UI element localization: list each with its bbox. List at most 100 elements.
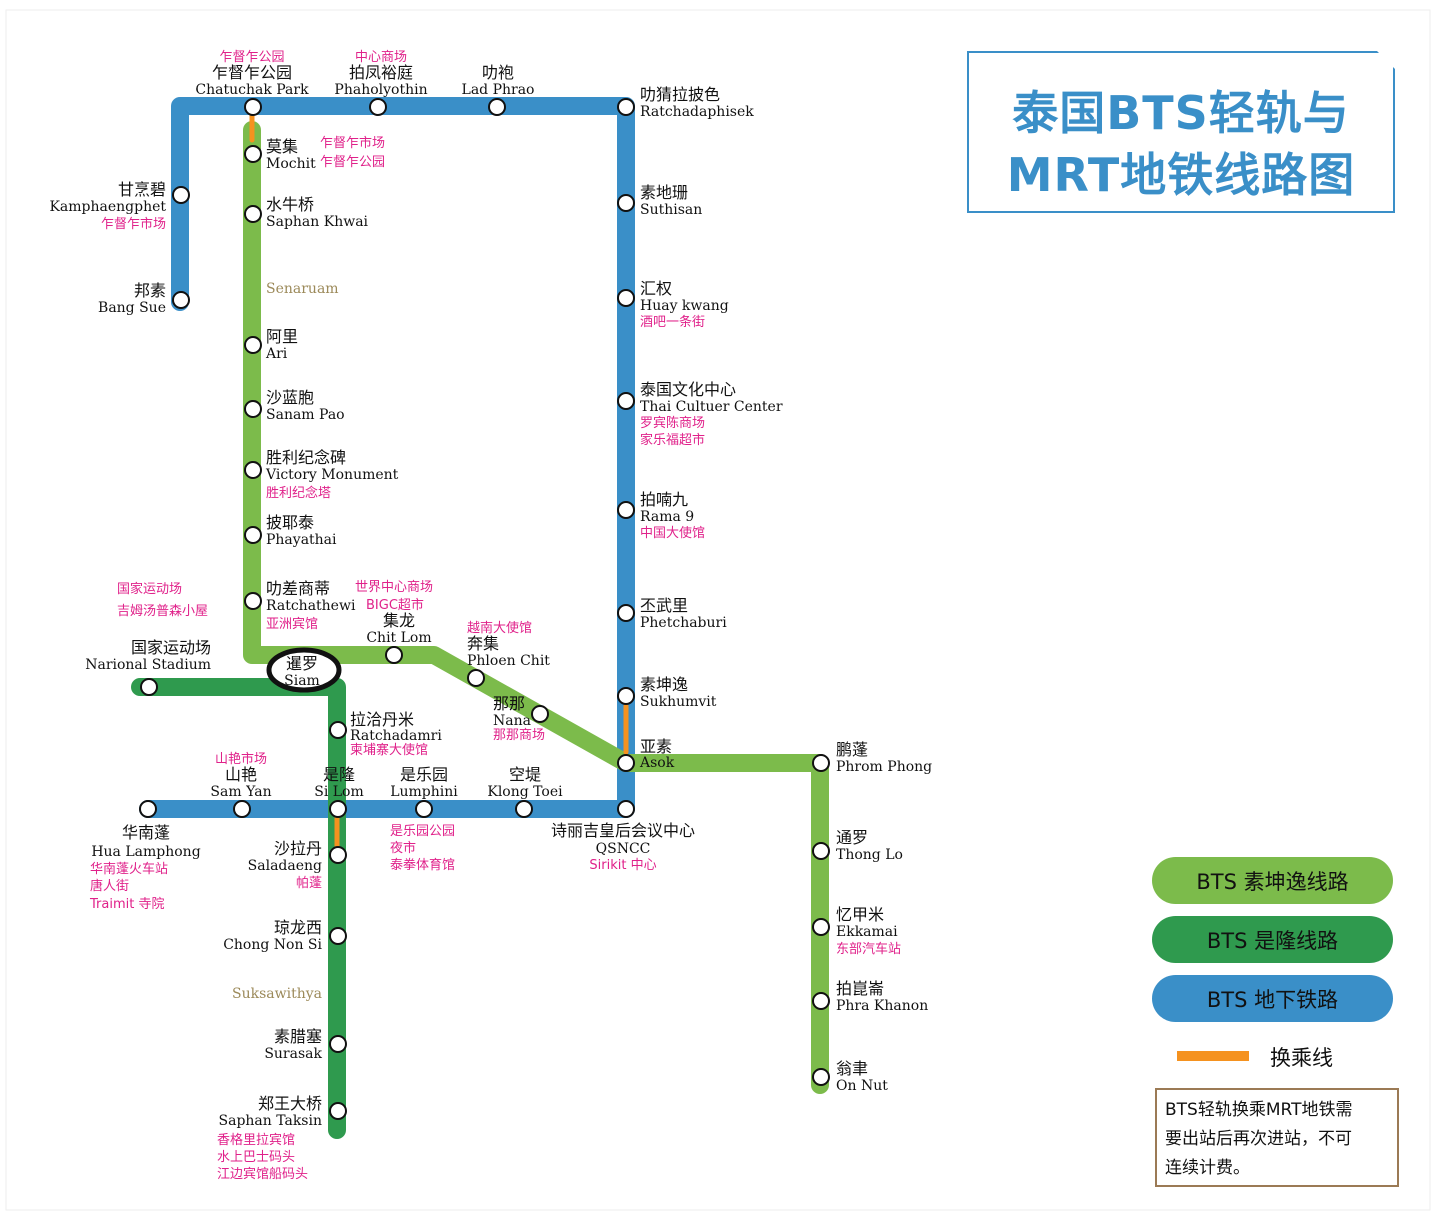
station-saphan-taksin[interactable] <box>329 1102 347 1120</box>
station-saphan-khwai[interactable] <box>244 205 262 223</box>
station-ari[interactable] <box>244 336 262 354</box>
station-phaholyothin[interactable] <box>369 98 387 116</box>
huay-kwang-poi: 酒吧一条街 <box>640 314 705 330</box>
station-chit-lom[interactable] <box>385 646 403 664</box>
station-mochit[interactable] <box>244 145 262 163</box>
station-qsncc[interactable] <box>617 800 635 818</box>
saphan-taksin-cn: 郑王大桥 <box>258 1094 322 1113</box>
asok-cn: 亚素 <box>640 737 672 756</box>
hua-lamphong-en: Hua Lamphong <box>91 844 200 860</box>
phaholyothin-cn: 拍凤裕庭 <box>349 63 413 82</box>
saphan-khwai-cn: 水牛桥 <box>266 195 314 214</box>
saladaeng-cn: 沙拉丹 <box>274 839 322 858</box>
thong-lo-en: Thong Lo <box>836 847 903 863</box>
saphan-taksin-poi-2: 水上巴士码头 <box>217 1150 295 1165</box>
kamphaengphet-cn: 甘烹碧 <box>118 180 166 199</box>
station-lad-phrao[interactable] <box>488 98 506 116</box>
klong-toei-cn: 空堤 <box>509 765 541 784</box>
station-phrom-phong[interactable] <box>812 754 830 772</box>
qsncc-en: QSNCC <box>596 841 651 857</box>
station-chong-nonsi[interactable] <box>329 927 347 945</box>
sanam-pao-en: Sanam Pao <box>266 407 345 423</box>
phayathai-en: Phayathai <box>266 532 337 548</box>
asok-en: Asok <box>639 755 675 771</box>
station-huay-kwang[interactable] <box>617 289 635 307</box>
station-surasak[interactable] <box>329 1035 347 1053</box>
saphan-taksin-poi-3: 江边宾馆船码头 <box>217 1166 308 1182</box>
phra-khanon-en: Phra Khanon <box>836 998 928 1014</box>
station-phra-khanon[interactable] <box>812 992 830 1010</box>
station-hua-lamphong[interactable] <box>139 800 157 818</box>
phrom-phong-en: Phrom Phong <box>836 759 932 775</box>
chatuchak-poi: 乍督乍公园 <box>219 49 284 65</box>
huay-kwang-cn: 汇权 <box>640 279 672 298</box>
station-asok[interactable] <box>617 754 635 772</box>
station-sam-yan[interactable] <box>233 800 251 818</box>
silom-line <box>131 678 346 1139</box>
station-phetchaburi[interactable] <box>617 604 635 622</box>
phloen-chit-en: Phloen Chit <box>467 653 550 669</box>
station-sanam-pao[interactable] <box>244 400 262 418</box>
station-ekkamai[interactable] <box>812 918 830 936</box>
hua-lamphong-poi-2: 唐人街 <box>90 878 129 894</box>
station-phayathai[interactable] <box>244 526 262 544</box>
chatuchak-cn: 乍督乍公园 <box>212 63 292 82</box>
ari-cn: 阿里 <box>266 327 298 346</box>
phra-khanon-cn: 拍崑崙 <box>836 979 884 998</box>
station-thong-lo[interactable] <box>812 842 830 860</box>
station-ratchadamri[interactable] <box>329 721 347 739</box>
station-rama9[interactable] <box>617 501 635 519</box>
station-nana[interactable] <box>531 705 549 723</box>
senaruam-label: Senaruam <box>266 281 339 297</box>
suksawithya-label: Suksawithya <box>232 986 322 1002</box>
rama9-cn: 拍喃九 <box>640 490 688 509</box>
surasak-cn: 素腊塞 <box>274 1027 322 1046</box>
legend-sukhumvit: BTS 素坤逸线路 <box>1152 857 1393 904</box>
station-si-lom[interactable] <box>329 800 347 818</box>
ratchadaphisek-en: Ratchadaphisek <box>640 104 754 120</box>
station-lumphini[interactable] <box>415 800 433 818</box>
sam-yan-cn: 山艳 <box>225 765 257 784</box>
lumphini-en: Lumphini <box>390 784 458 800</box>
thai-culture-poi-2: 家乐福超市 <box>640 432 705 448</box>
station-phloen-chit[interactable] <box>467 669 485 687</box>
station-thai-culture[interactable] <box>617 392 635 410</box>
station-chatuchak[interactable] <box>244 98 262 116</box>
station-sukhumvit[interactable] <box>617 687 635 705</box>
station-suthisan[interactable] <box>617 194 635 212</box>
hua-lamphong-poi-3: Traimit 寺院 <box>89 897 164 912</box>
legend-transfer-label: 换乘线 <box>1270 1046 1333 1070</box>
sanam-pao-cn: 沙蓝胞 <box>266 388 314 407</box>
thai-culture-cn: 泰国文化中心 <box>640 380 736 399</box>
station-klong-toei[interactable] <box>515 800 533 818</box>
station-bang-sue[interactable] <box>172 291 190 309</box>
station-siam[interactable] <box>266 647 342 693</box>
chong-nonsi-cn: 琼龙西 <box>274 918 322 937</box>
stadium-poi-2: 吉姆汤普森小屋 <box>117 604 208 619</box>
station-on-nut[interactable] <box>812 1068 830 1086</box>
station-national-stadium[interactable] <box>140 678 158 696</box>
bang-sue-en: Bang Sue <box>98 300 166 316</box>
ari-en: Ari <box>265 346 288 362</box>
phaholyothin-en: Phaholyothin <box>334 82 427 98</box>
si-lom-en: Si Lom <box>314 784 364 800</box>
station-kamphaengphet[interactable] <box>172 186 190 204</box>
station-victory[interactable] <box>244 461 262 479</box>
saphan-taksin-poi-1: 香格里拉宾馆 <box>217 1132 295 1148</box>
station-saladaeng[interactable] <box>329 846 347 864</box>
phaholyothin-poi: 中心商场 <box>355 50 407 65</box>
kamphaengphet-poi: 乍督乍市场 <box>101 216 166 232</box>
station-ratchadaphisek[interactable] <box>617 98 635 116</box>
lad-phrao-cn: 叻袍 <box>482 63 514 82</box>
mochit-en: Mochit <box>266 156 316 172</box>
nana-en: Nana <box>493 713 531 729</box>
national-stadium-en: Narional Stadium <box>85 657 211 673</box>
sukhumvit-cn: 素坤逸 <box>640 675 688 694</box>
lumphini-cn: 是乐园 <box>400 765 448 784</box>
thong-lo-cn: 通罗 <box>836 828 868 847</box>
on-nut-cn: 翁聿 <box>836 1059 868 1078</box>
victory-cn: 胜利纪念碑 <box>266 448 346 467</box>
chit-lom-en: Chit Lom <box>366 630 431 646</box>
station-ratchathewi[interactable] <box>244 592 262 610</box>
